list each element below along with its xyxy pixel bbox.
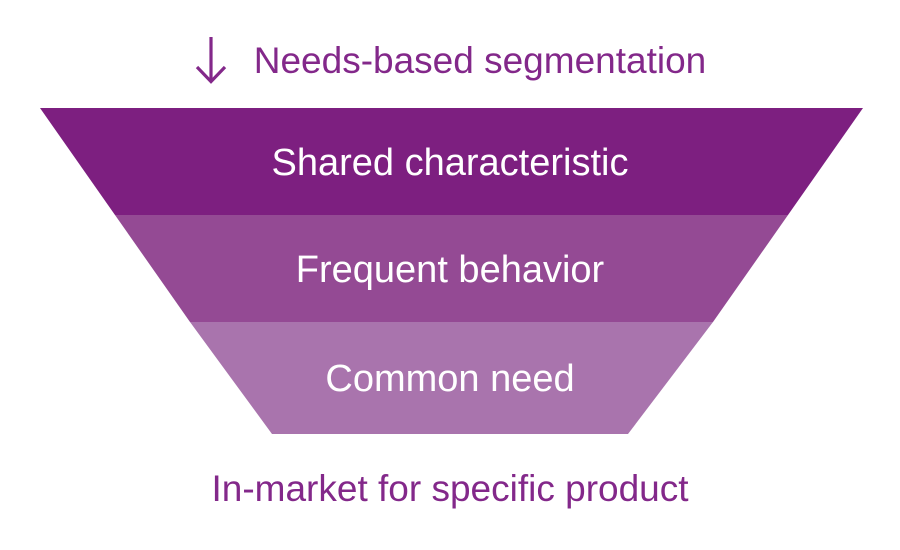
funnel-band-shape-2 — [190, 322, 713, 434]
funnel-band-shape-1 — [115, 215, 788, 322]
funnel-band-shape-0 — [40, 108, 863, 215]
funnel-caption: In-market for specific product — [211, 468, 689, 509]
